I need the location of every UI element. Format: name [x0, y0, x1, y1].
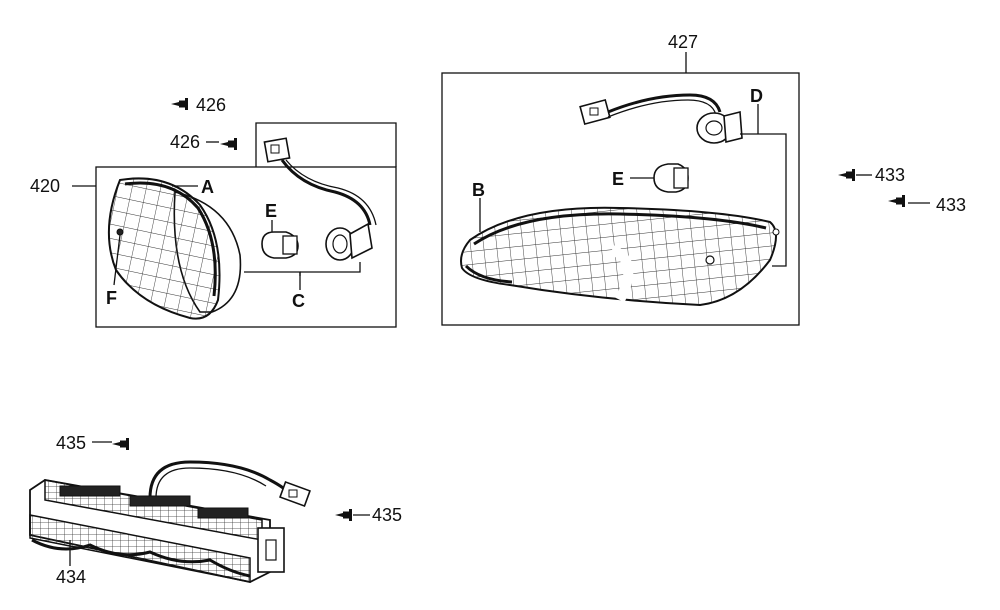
label-434: 434 [56, 567, 86, 587]
connector-icon [579, 98, 611, 126]
label-F: F [106, 288, 117, 308]
leader-F [113, 234, 121, 286]
reflector-marker [116, 228, 124, 236]
screw-icon [171, 98, 188, 110]
bulb-icon [653, 163, 689, 193]
screw-icon [220, 138, 237, 150]
screw-icon [838, 169, 855, 181]
label-427: 427 [668, 32, 698, 52]
screws-433: 433 433 [838, 165, 966, 215]
socket-icon [696, 110, 743, 144]
wire-harness-434 [148, 460, 292, 499]
screw-icon [888, 195, 905, 207]
bulb-icon [261, 231, 299, 259]
label-426b: 426 [170, 132, 200, 152]
high-mount-stop-lamp [29, 479, 285, 583]
lamp-lens-icon [107, 177, 221, 320]
label-433b: 433 [936, 195, 966, 215]
label-D: D [750, 86, 763, 106]
label-B: B [472, 180, 485, 200]
label-433a: 433 [875, 165, 905, 185]
socket-icon [325, 222, 373, 261]
connector-icon [263, 137, 291, 163]
connector-icon [279, 481, 311, 507]
wiring-area-outline [255, 122, 397, 167]
label-E2: E [612, 169, 624, 189]
label-435a: 435 [56, 433, 86, 453]
label-C: C [292, 291, 305, 311]
assembly-420: 420 F A E [30, 95, 397, 328]
label-420: 420 [30, 176, 60, 196]
label-E1: E [265, 201, 277, 221]
wire-harness-427 [607, 93, 722, 114]
lamp-lens-icon [460, 206, 780, 307]
group-427-box [441, 72, 800, 326]
label-426a: 426 [196, 95, 226, 115]
assembly-434: 435 435 434 [29, 433, 402, 587]
assembly-427: 427 D E [441, 32, 800, 326]
wire-harness-420 [280, 159, 372, 226]
screw-icon [335, 509, 352, 521]
screw-icon [112, 438, 129, 450]
label-435b: 435 [372, 505, 402, 525]
label-A: A [201, 177, 214, 197]
group-420-box [95, 166, 397, 328]
